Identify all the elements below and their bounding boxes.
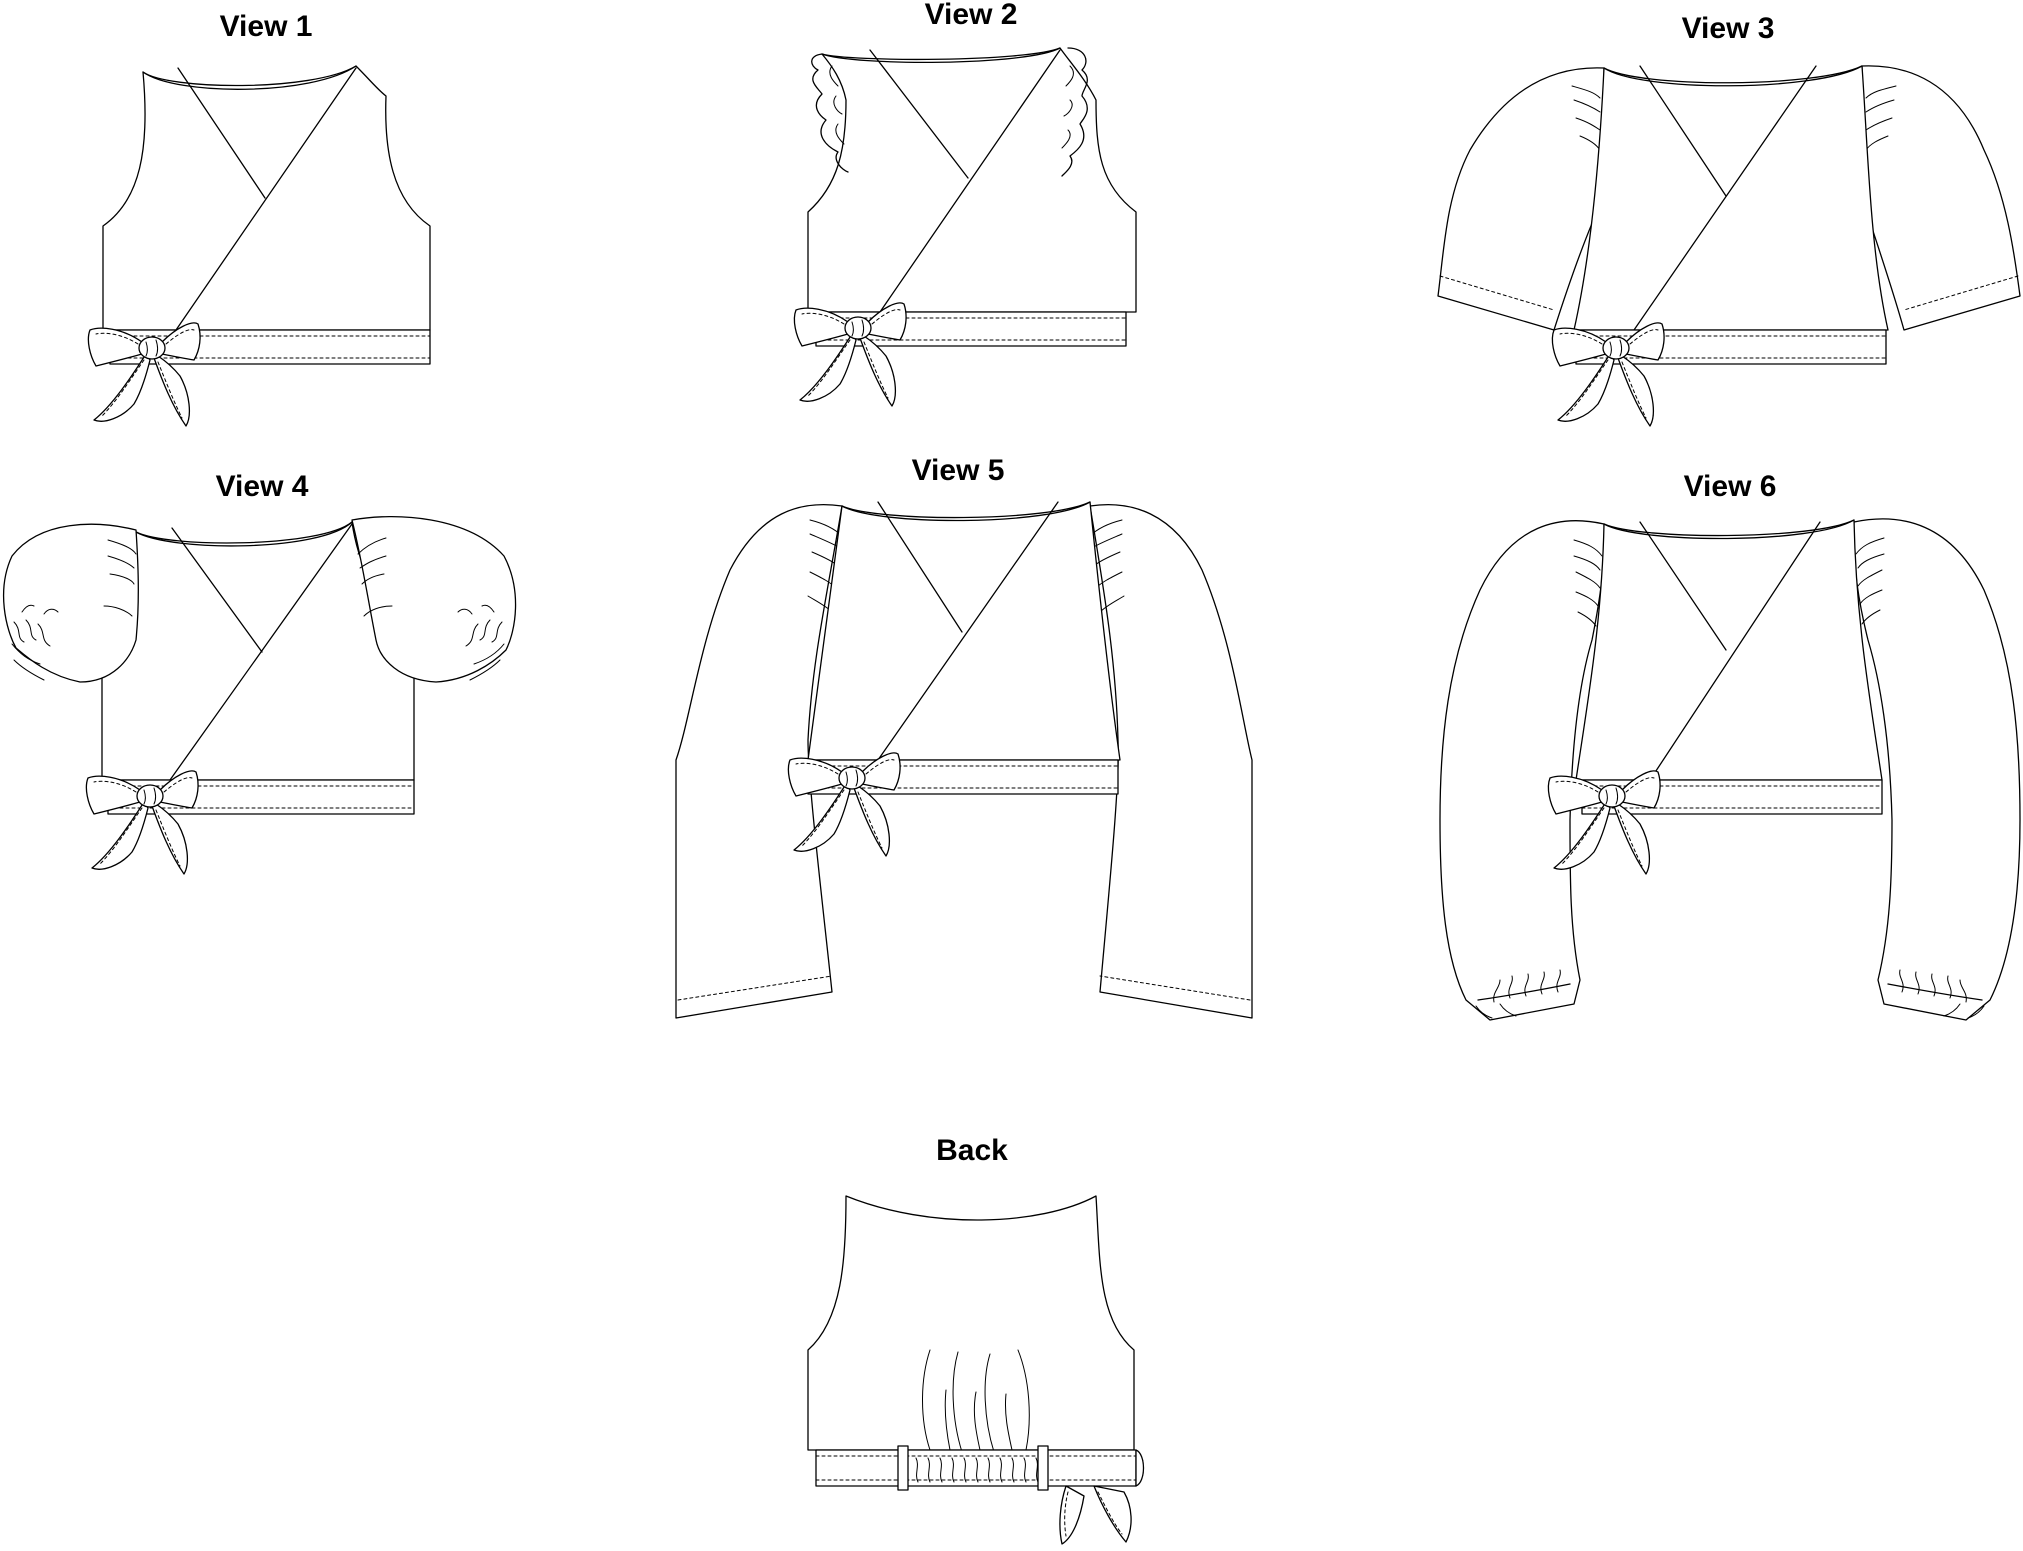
- view-3-label: View 3: [1681, 12, 1775, 45]
- view-2-flat: [793, 47, 1137, 407]
- view-4-label: View 4: [215, 470, 309, 503]
- view-6-flat: [1439, 518, 2021, 1021]
- view-1-flat: [87, 65, 431, 427]
- back-flat: [807, 1195, 1145, 1545]
- view-2-label: View 2: [924, 0, 1018, 31]
- view-5-flat: [675, 501, 1253, 1019]
- view-3-flat: [1437, 65, 2021, 427]
- view-1-label: View 1: [219, 10, 313, 43]
- view-4-flat: [2, 515, 517, 875]
- view-5-label: View 5: [911, 454, 1005, 487]
- view-6-label: View 6: [1683, 470, 1777, 503]
- back-label: Back: [936, 1134, 1008, 1167]
